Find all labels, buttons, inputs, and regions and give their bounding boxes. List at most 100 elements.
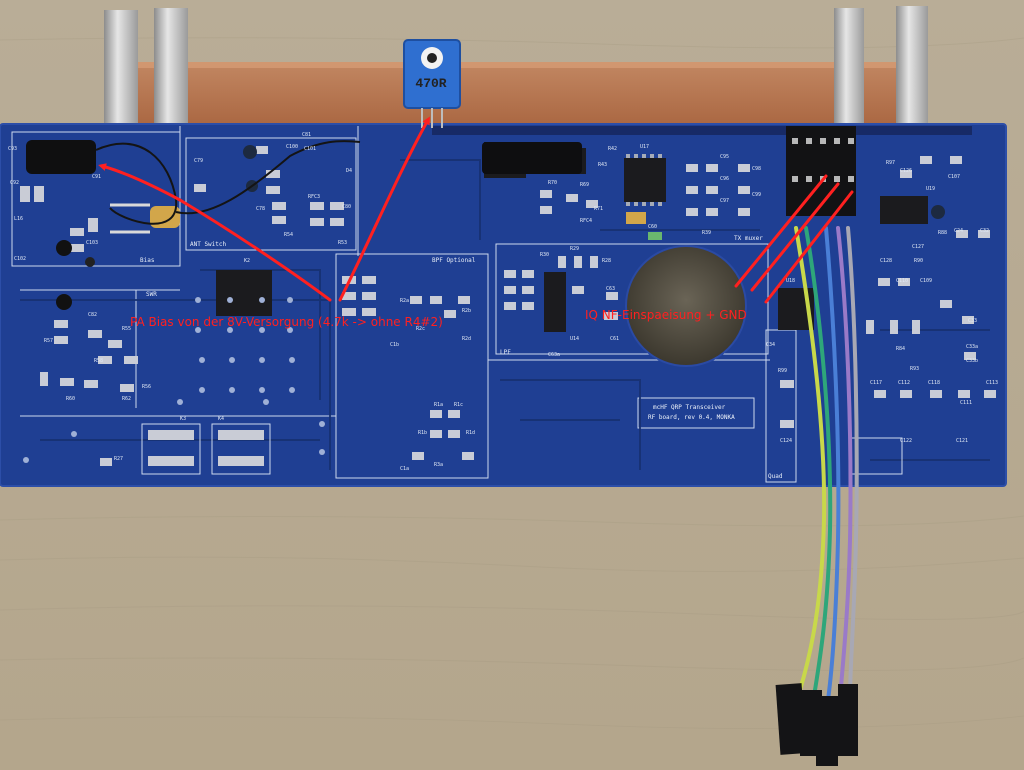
board-cutout-hole [626,246,746,366]
label-bpf-optional: BPF Optional [432,257,476,264]
svg-text:R58: R58 [94,358,103,364]
svg-text:C118: C118 [928,380,940,386]
svg-text:R2d: R2d [462,336,471,342]
svg-text:C103: C103 [86,240,98,246]
svg-text:C34: C34 [766,342,775,348]
svg-text:C24: C24 [954,228,963,234]
svg-text:C110: C110 [896,278,908,284]
label-lpf: LPF [500,349,511,356]
top-header-row [432,126,972,135]
svg-text:R54: R54 [284,232,293,238]
svg-text:R90: R90 [914,258,923,264]
svg-text:K2: K2 [244,258,250,264]
arrow-to-jack [98,163,332,302]
svg-text:R42: R42 [608,146,617,152]
svg-text:R84: R84 [896,346,905,352]
svg-text:C100: C100 [286,144,298,150]
svg-text:R60: R60 [66,396,75,402]
svg-text:U19: U19 [926,186,935,192]
svg-text:C60: C60 [648,224,657,230]
svg-text:C1a: C1a [400,466,409,472]
svg-text:U18: U18 [786,278,795,284]
svg-text:C82: C82 [88,312,97,318]
ribbon-wires [794,226,859,702]
svg-text:L16: L16 [14,216,23,222]
svg-text:C92: C92 [10,180,19,186]
pcb-board [0,124,1006,486]
svg-text:C91: C91 [92,174,101,180]
svg-text:C33a: C33a [966,344,978,350]
label-ant-switch: ANT Switch [190,241,227,248]
potentiometer-value-label: 470R [415,76,447,91]
svg-text:R97: R97 [886,160,895,166]
svg-text:C33: C33 [968,318,977,324]
annotation-pa-bias: PA Bias von der 8V-Versorgung (4.7k -> o… [130,315,443,329]
svg-text:R1d: R1d [466,430,475,436]
svg-text:U14: U14 [570,336,579,342]
svg-text:C81: C81 [302,132,311,138]
svg-text:K3: K3 [180,416,186,422]
red-line-1 [734,174,828,288]
svg-text:C98: C98 [752,166,761,172]
svg-text:R71: R71 [594,206,603,212]
svg-text:C109: C109 [920,278,932,284]
svg-text:R70: R70 [548,180,557,186]
svg-text:R30: R30 [540,252,549,258]
smd-components [20,140,996,475]
svg-text:R55: R55 [122,326,131,332]
svg-text:RFC4: RFC4 [580,218,592,224]
svg-text:R2b: R2b [462,308,471,314]
label-tx-muxer: TX muxer [734,235,763,242]
svg-text:R53: R53 [338,240,347,246]
svg-text:C97: C97 [720,198,729,204]
svg-text:RFC3: RFC3 [308,194,320,200]
svg-text:C79: C79 [194,158,203,164]
svg-text:R88: R88 [938,230,947,236]
svg-text:C96: C96 [720,176,729,182]
svg-text:R99: R99 [778,368,787,374]
svg-text:C113: C113 [986,380,998,386]
svg-text:D4: D4 [346,168,352,174]
svg-text:C128: C128 [880,258,892,264]
svg-text:C112: C112 [898,380,910,386]
svg-text:C93: C93 [8,146,17,152]
board-title-line-2: RF board, rev 0.4, MONKA [648,414,735,421]
svg-text:C1b: C1b [390,342,399,348]
trimmer-potentiometer [403,39,461,128]
svg-text:K4: K4 [218,416,224,422]
svg-text:C63a: C63a [548,352,560,358]
red-line-2 [750,182,840,292]
svg-text:C102: C102 [14,256,26,262]
silkscreen-component-labels: C93 C92 L16 C102 C103 C91 C79 C78 C81 C8… [8,132,998,472]
svg-text:C127: C127 [912,244,924,250]
svg-text:C80: C80 [342,204,351,210]
svg-text:C111: C111 [960,400,972,406]
svg-text:R1c: R1c [454,402,463,408]
dupont-connectors [775,683,858,766]
svg-text:R93: R93 [910,366,919,372]
arrow-to-potentiometer [338,116,430,302]
brass-standoffs [104,6,928,126]
label-swr: SWR [146,291,157,298]
svg-text:R2a: R2a [400,298,409,304]
svg-text:U17: U17 [640,144,649,150]
svg-text:C117: C117 [870,380,882,386]
svg-text:C122: C122 [900,438,912,444]
svg-text:C61: C61 [610,336,619,342]
svg-text:R1a: R1a [434,402,443,408]
svg-text:C99: C99 [752,192,761,198]
svg-text:C124: C124 [780,438,792,444]
svg-text:R29: R29 [570,246,579,252]
svg-text:R2c: R2c [416,326,425,332]
svg-text:C63: C63 [606,286,615,292]
svg-text:C101: C101 [304,146,316,152]
copper-shield-strip [104,62,928,132]
svg-text:R56: R56 [142,384,151,390]
svg-text:R43: R43 [598,162,607,168]
svg-text:C78: C78 [256,206,265,212]
svg-text:R57: R57 [44,338,53,344]
red-line-3 [764,190,854,304]
svg-text:R62: R62 [122,396,131,402]
